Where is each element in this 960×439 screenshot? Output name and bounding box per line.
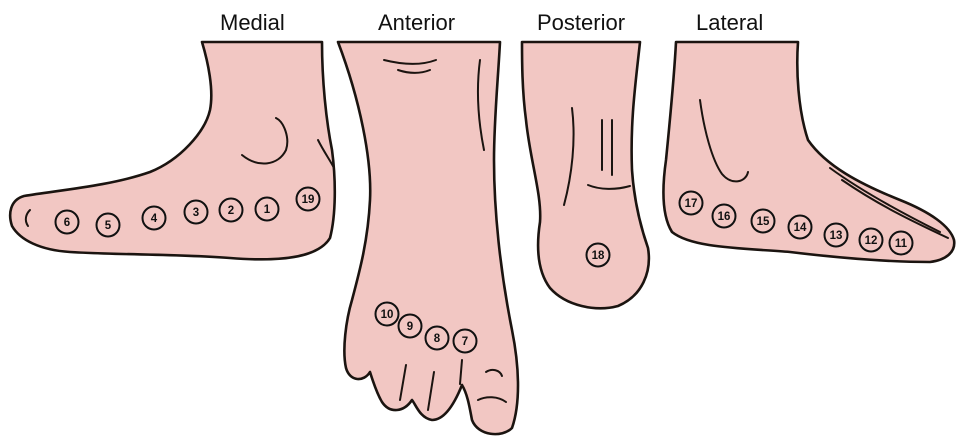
anterior-view-label: Anterior — [378, 10, 455, 36]
site-marker-number: 18 — [592, 250, 605, 262]
site-marker-number: 4 — [151, 213, 158, 225]
posterior-view-label: Posterior — [537, 10, 625, 36]
site-marker-number: 1 — [264, 204, 271, 216]
site-marker-number: 3 — [193, 207, 199, 219]
medial-view-label: Medial — [220, 10, 285, 36]
site-marker-number: 11 — [895, 238, 908, 250]
site-marker-number: 12 — [865, 235, 878, 247]
lateral-view-label: Lateral — [696, 10, 763, 36]
site-marker-number: 2 — [228, 205, 234, 217]
site-marker-number: 17 — [685, 198, 698, 210]
lateral-foot — [664, 42, 955, 262]
anterior-foot — [338, 42, 518, 434]
site-marker-number: 7 — [462, 336, 468, 348]
site-marker-number: 9 — [407, 321, 413, 333]
medial-foot — [10, 42, 335, 259]
site-marker-number: 14 — [794, 222, 807, 234]
posterior-foot — [522, 42, 649, 308]
site-marker-number: 8 — [434, 333, 441, 345]
site-marker-number: 6 — [64, 217, 70, 229]
site-marker-number: 13 — [830, 230, 843, 242]
site-marker-number: 16 — [718, 211, 731, 223]
site-marker-number: 15 — [757, 216, 770, 228]
site-marker-number: 19 — [302, 194, 315, 206]
site-marker-number: 5 — [105, 220, 112, 232]
site-marker-number: 10 — [381, 309, 394, 321]
